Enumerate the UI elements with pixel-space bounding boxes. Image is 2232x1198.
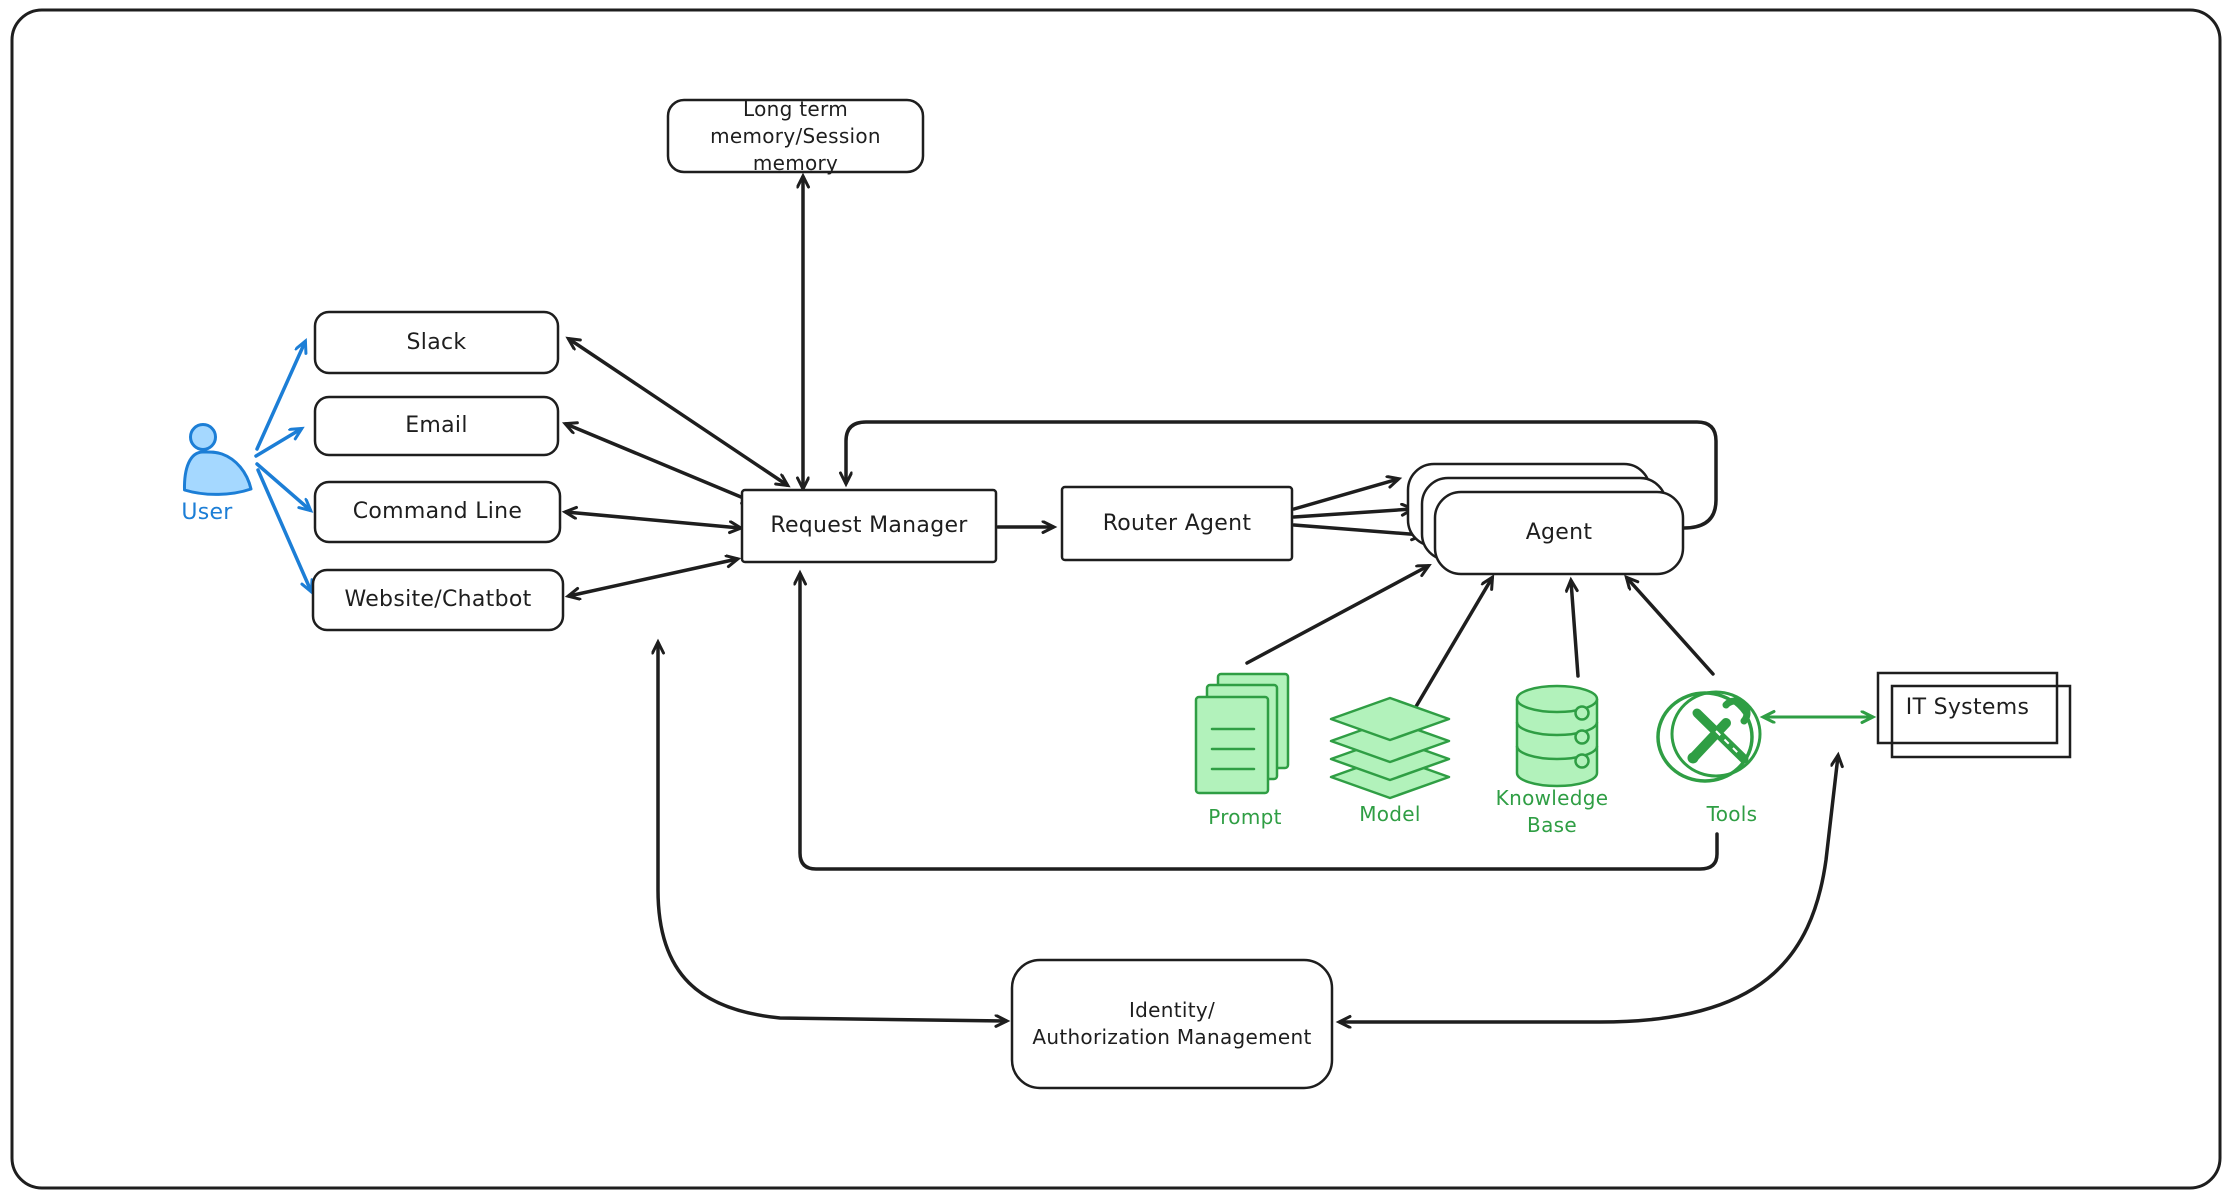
arrow-prompt-agent (1245, 566, 1428, 665)
diagram-frame (10, 8, 2222, 1190)
it-systems-box-back (1890, 684, 2072, 759)
person-icon (182, 423, 253, 496)
arrow-router-agent-1 (1292, 479, 1398, 511)
tools-icon (1656, 690, 1762, 783)
arrow-router-agent-2 (1292, 509, 1412, 519)
arrow-user-website (256, 468, 311, 591)
command-line-box (313, 480, 562, 544)
arrow-tools-agent (1627, 578, 1715, 676)
documents-icon (1194, 672, 1290, 795)
arrow-model-agent (1412, 578, 1492, 712)
arrow-agent-request-manager-loop (846, 420, 1718, 530)
arrow-knowledge-base-agent (1571, 581, 1580, 678)
arrow-router-agent-3 (1292, 523, 1422, 535)
arrow-command-line-request-manager (566, 512, 740, 528)
arrow-slack-request-manager (569, 339, 787, 485)
request-manager-box (740, 488, 998, 564)
memory-box (666, 98, 925, 174)
arrow-email-request-manager (566, 424, 753, 502)
database-icon (1515, 684, 1599, 788)
website-chatbot-box (311, 568, 565, 632)
it-systems-box-front (1876, 671, 2059, 745)
router-agent-box (1060, 485, 1294, 562)
arrow-user-slack (255, 342, 305, 451)
email-box (313, 395, 560, 457)
slack-box (313, 310, 560, 375)
arrow-user-email (254, 429, 301, 458)
arrow-user-command-line (255, 462, 310, 510)
arrow-website-request-manager (569, 559, 737, 596)
identity-box (1010, 958, 1334, 1090)
agent-box-front (1433, 490, 1685, 576)
layers-icon (1329, 696, 1451, 800)
arrow-identity-it-systems (1340, 756, 1838, 1022)
arrow-identity-request-side (658, 643, 1006, 1021)
